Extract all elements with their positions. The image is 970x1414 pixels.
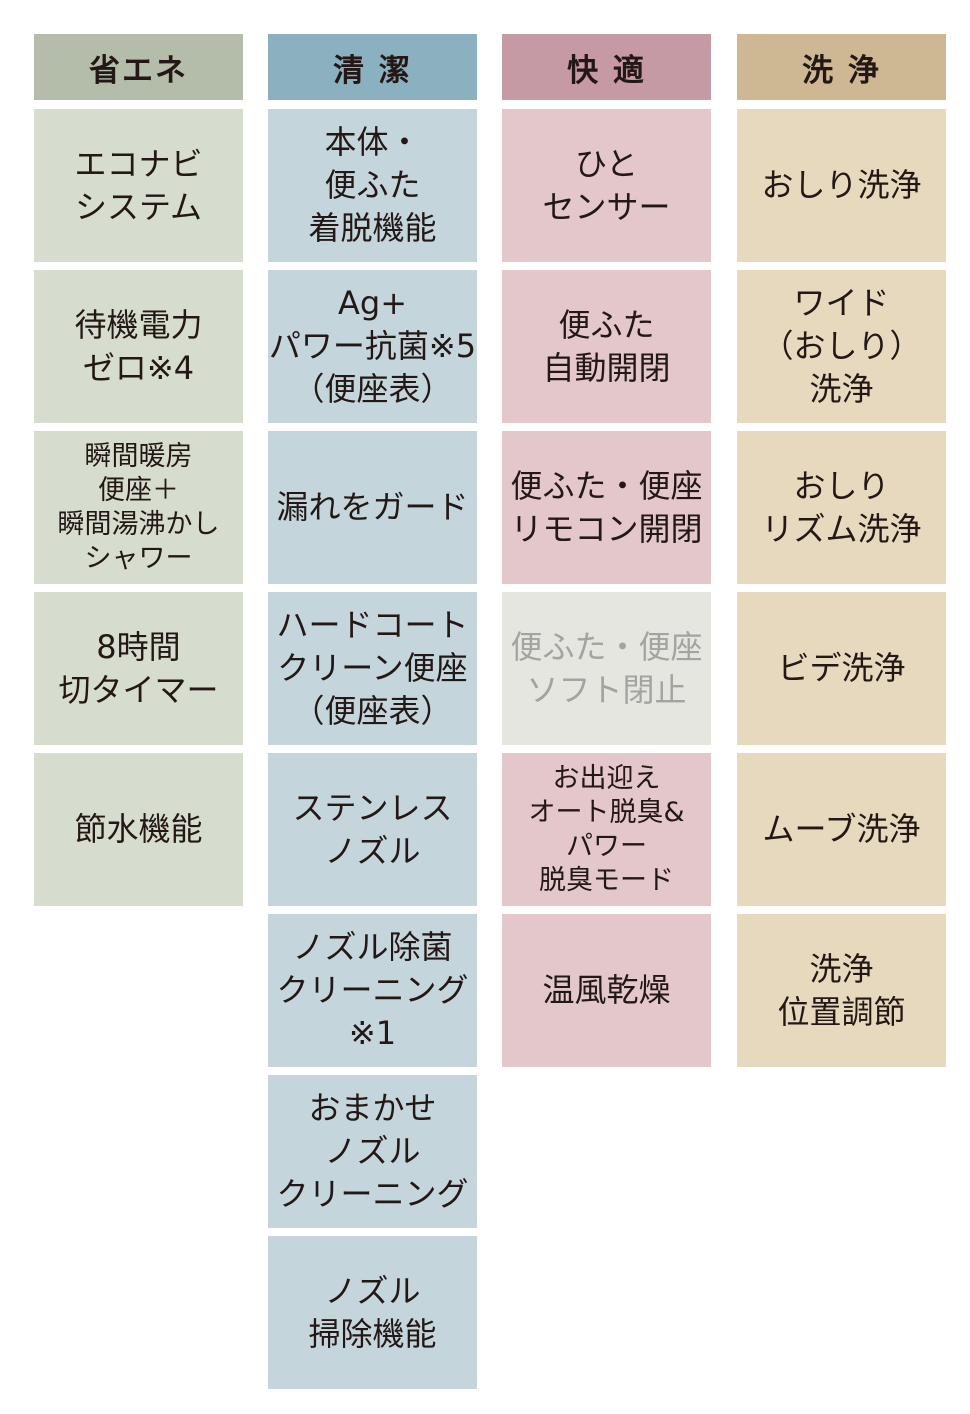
feature-cell: ワイド （おしり） 洗浄	[737, 270, 946, 423]
feature-cell: おしり リズム洗浄	[737, 431, 946, 584]
feature-cell: 本体・ 便ふた 着脱機能	[268, 109, 477, 262]
feature-cell-disabled: 便ふた・便座 ソフト閉止	[502, 592, 711, 745]
feature-cell: 瞬間暖房 便座＋ 瞬間湯沸かし シャワー	[34, 431, 243, 584]
feature-cell: ノズル除菌 クリーニング※1	[268, 914, 477, 1067]
feature-cell: 便ふた・便座 リモコン開閉	[502, 431, 711, 584]
feature-cell: 温風乾燥	[502, 914, 711, 1067]
feature-cell: ノズル 掃除機能	[268, 1236, 477, 1389]
feature-cell: 洗浄 位置調節	[737, 914, 946, 1067]
feature-cell: 便ふた 自動開閉	[502, 270, 711, 423]
feature-cell: ひと センサー	[502, 109, 711, 262]
column-header: 清 潔	[268, 34, 477, 100]
feature-cell: ムーブ洗浄	[737, 753, 946, 906]
column-header: 省エネ	[34, 34, 243, 100]
column-header: 洗 浄	[737, 34, 946, 100]
feature-cell: ハードコート クリーン便座 （便座表）	[268, 592, 477, 745]
feature-column: 快 適ひと センサー便ふた 自動開閉便ふた・便座 リモコン開閉便ふた・便座 ソフ…	[502, 34, 711, 1075]
feature-cell: お出迎え オート脱臭& パワー 脱臭モード	[502, 753, 711, 906]
feature-cell: おまかせ ノズル クリーニング	[268, 1075, 477, 1228]
feature-column: 洗 浄おしり洗浄ワイド （おしり） 洗浄おしり リズム洗浄ビデ洗浄ムーブ洗浄洗浄…	[737, 34, 946, 1075]
feature-cell: 待機電力 ゼロ※4	[34, 270, 243, 423]
feature-cell: おしり洗浄	[737, 109, 946, 262]
feature-cell: 節水機能	[34, 753, 243, 906]
feature-cell: エコナビ システム	[34, 109, 243, 262]
column-header: 快 適	[502, 34, 711, 100]
feature-cell: ビデ洗浄	[737, 592, 946, 745]
feature-cell: ステンレス ノズル	[268, 753, 477, 906]
feature-cell: 8時間 切タイマー	[34, 592, 243, 745]
feature-cell: Ag+ パワー抗菌※5 （便座表）	[268, 270, 477, 423]
feature-cell: 漏れをガード	[268, 431, 477, 584]
